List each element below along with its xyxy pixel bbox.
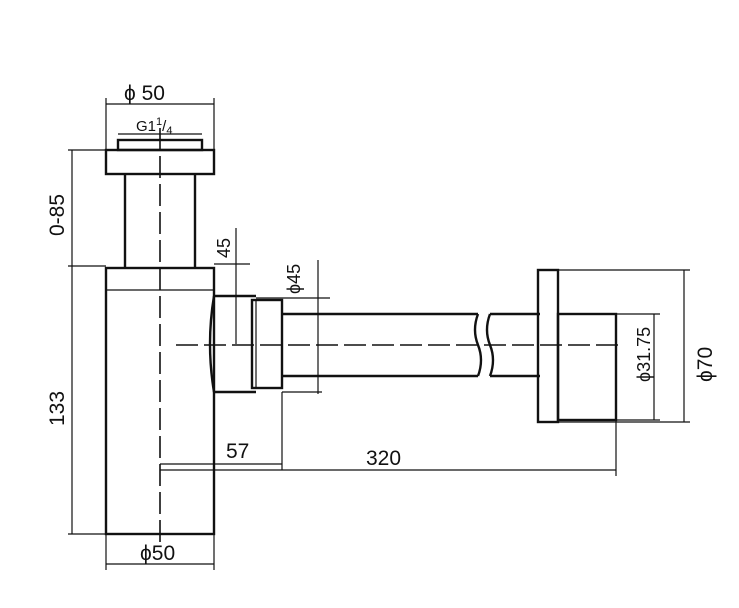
label-thread-den: 4 xyxy=(166,125,172,137)
wall-sleeve xyxy=(556,312,618,422)
label-wall-inner-diameter: ϕ31.75 xyxy=(634,327,654,382)
trap-body-outline xyxy=(104,138,618,536)
dimension-labels: ϕ 50 G11/4 0-85 133 45 ϕ45 57 320 ϕ31.75… xyxy=(46,82,717,565)
outlet-bulge xyxy=(208,295,216,393)
label-wall-outer-diameter: ϕ70 xyxy=(694,347,717,382)
label-trap-offset: 57 xyxy=(226,440,249,463)
label-adjustable-height: 0-85 xyxy=(46,194,69,236)
label-thread: G11/4 xyxy=(136,116,172,137)
label-body-height: 133 xyxy=(46,391,69,426)
label-thread-main: G1 xyxy=(136,118,156,135)
label-bottom-diameter: ϕ50 xyxy=(140,542,175,565)
label-upper-flange: 45 xyxy=(214,238,234,258)
outlet-nut xyxy=(250,298,284,390)
label-total-length: 320 xyxy=(366,447,401,470)
center-lines xyxy=(159,128,624,546)
label-thread-num: 1 xyxy=(156,116,162,128)
dimension-lines xyxy=(68,98,690,570)
label-top-diameter: ϕ 50 xyxy=(124,82,165,105)
label-outlet-diameter: ϕ45 xyxy=(284,264,304,294)
label-thread-slash: / xyxy=(162,118,167,135)
wall-flange xyxy=(536,268,560,424)
